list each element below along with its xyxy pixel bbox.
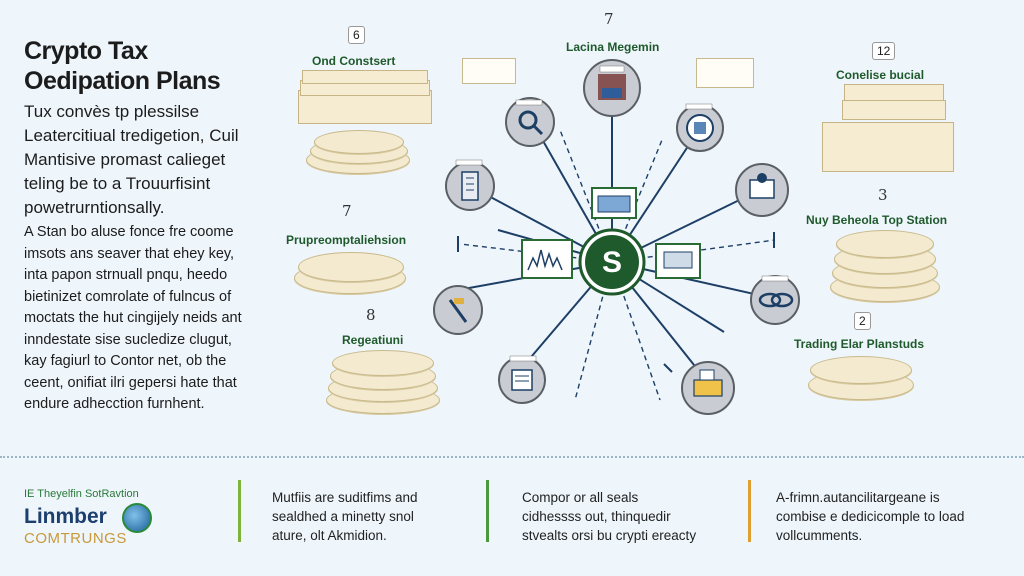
intro-line: Leatercitiual tredigetion, Cuil [24,126,239,145]
coin-stack-mid-left [294,248,406,294]
coin-stack-top-left [306,130,410,174]
node-icon-cluster [433,59,800,415]
dashed-spoke [574,261,613,401]
ticket-note-right [696,58,754,88]
brand-name: Linmber [24,505,107,528]
body-line: endure adhecction furnhent. [24,396,205,412]
footer-column-3: A-frimn.autancilitargeane is combise e d… [776,488,964,545]
store-card [655,243,701,279]
number-top-right: 12 [872,42,896,60]
coin-stack-mid-right [830,228,940,302]
number-top-left: 6 [348,26,365,44]
brand-tagline: IE Theyelfin SotRavtion [24,488,139,500]
footer-accent-bar [238,480,241,542]
node-wallet-icon [676,103,724,152]
node-building-icon [445,159,495,211]
footer-column-1: Mutfiis are suditfims and sealdhed a min… [272,488,418,545]
label-top-center: Lacina Megemin [566,40,660,54]
label-top-left: Ond Constsert [312,54,396,68]
hub: S [578,228,646,296]
node-search-icon [505,97,555,147]
brand-subtitle: COMTRUNGS [24,530,127,547]
label-bottom-left: Regeatiuni [342,333,404,347]
body-line: kay fagiurl to Contor net, ob the [24,353,227,369]
body-paragraph: A Stan bo aluse fonce fre coome imsots a… [24,222,274,416]
hub-diagram: S [433,59,800,415]
coin-stack-bottom-right [808,350,914,400]
node-report-icon [498,355,546,404]
node-calculator-icon [681,361,735,415]
node-bank-icon [583,59,641,117]
footer-line: Compor or all seals [522,490,639,505]
intro-line: powetrurntionsally. [24,198,165,217]
body-line: inndestate sise sucledize clugut, [24,331,232,348]
label-mid-left: Prupreomptaliehsion [286,233,407,247]
dashed-spoke [559,129,613,263]
title-line-1: Crypto Tax [24,37,148,65]
body-line: ceent, onifiat ilri gepersi hate that [24,374,237,391]
number-mid-right: 3 [878,186,888,204]
footer-line: Mutfiis are suditfims and [272,490,418,505]
document-stack-top-left [298,70,432,126]
node-ledger-icon [735,163,789,217]
office-card [591,187,637,219]
document-stack-top-right [822,84,954,174]
body-line: moctats the hut cingijely neids ant [24,310,242,326]
footer-column-2: Compor or all seals cidhessss out, thinq… [522,488,696,545]
label-bottom-right: Trading Elar Planstuds [794,337,925,351]
title-line-2: Oedipation Plans [24,67,221,95]
number-mid-left: 7 [342,202,352,220]
number-bottom-right: 2 [854,312,871,330]
globe-icon [122,503,152,533]
footer-accent-bar [486,480,489,542]
chart-card [521,239,573,279]
body-line: A Stan bo aluse fonce fre coome [24,224,234,240]
footer-line: vollcumments. [776,528,863,543]
footer-line: cidhessss out, thinquedir [522,509,671,524]
footer-line: ature, olt Akmidion. [272,528,387,543]
intro-paragraph: Tux convès tp plessilse Leatercitiual tr… [24,100,269,220]
label-mid-right: Nuy Beheola Top Station [806,213,948,227]
footer-accent-bar [748,480,751,542]
hub-symbol: S [602,246,622,279]
number-top-center: 7 [604,10,614,28]
body-line: inta papon strnuall pnqu, heedo [24,267,228,283]
label-top-right: Conelise bucial [836,68,925,82]
intro-line: teling be to a Trouurfisint [24,174,211,193]
body-line: imsots ans seaver that ehey key, [24,245,235,262]
footer-line: stvealts orsi bu crypti ereacty [522,528,697,543]
footer-line: sealdhed a minetty snol [272,509,414,524]
footer-line: combise e dedicicomple to load [776,509,965,524]
intro-line: Mantisive promast calieget [24,150,226,169]
spoke-endcap [663,363,673,373]
ticket-note-left [462,58,516,84]
footer-divider [0,456,1024,458]
spoke-endcaps [457,232,775,373]
dashed-spoke [611,261,661,401]
intro-line: Tux convès tp plessilse [24,102,200,121]
node-pen-icon [433,285,483,335]
mini-cards [521,187,701,279]
body-line: bietinizet comrolate of fulncus of [24,288,232,305]
node-link-icon [750,275,800,325]
footer-line: A-frimn.autancilitargeane is [776,490,940,505]
page-title: Crypto Tax Oedipation Plans [24,36,221,96]
number-bottom-left: 8 [366,306,376,324]
coin-stack-bottom-left [326,350,440,414]
